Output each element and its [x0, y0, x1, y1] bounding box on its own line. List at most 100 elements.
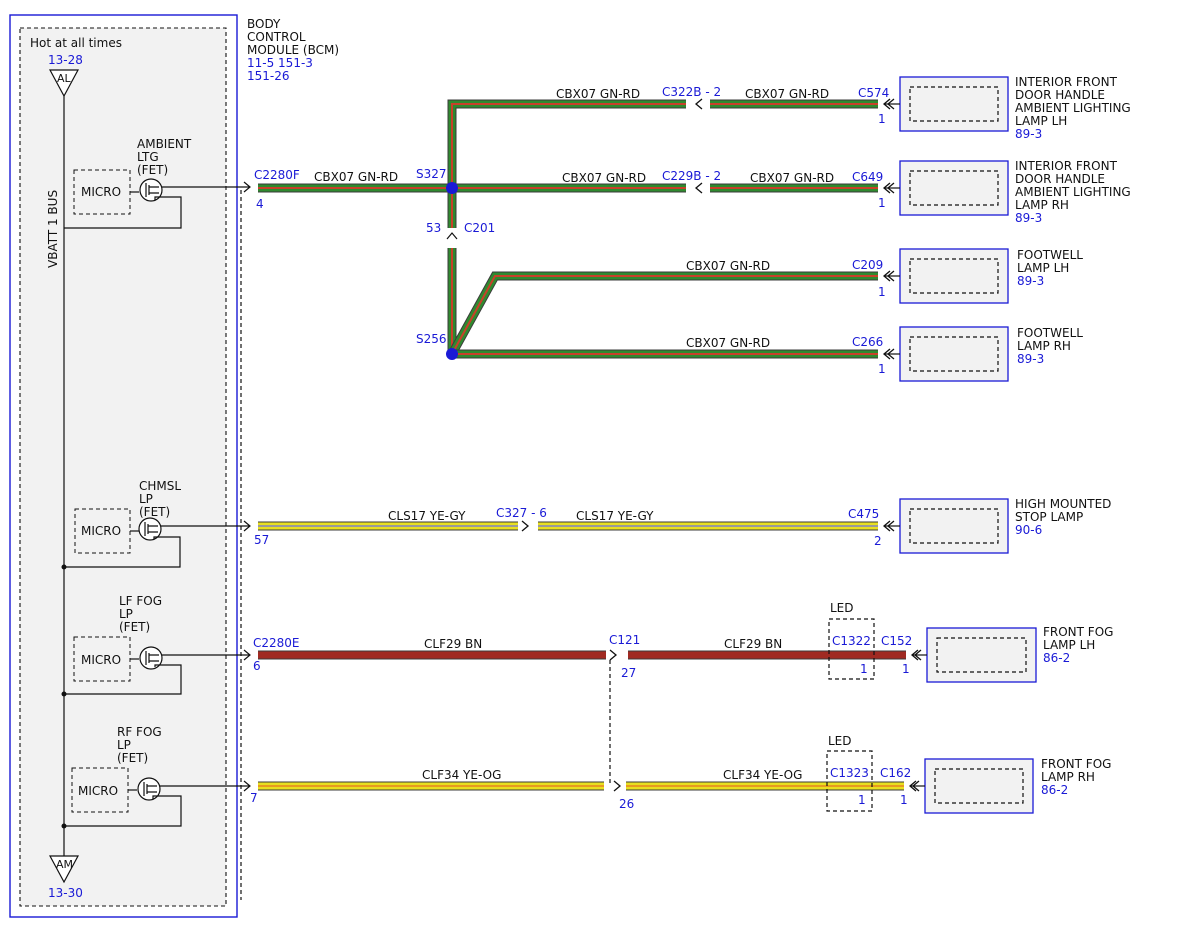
pin-label: 1: [878, 196, 886, 210]
circuit-label: CBX07 GN-RD: [314, 170, 398, 184]
splice-s256-dot: [446, 348, 458, 360]
component-name-line-1: HIGH MOUNTED: [1015, 497, 1111, 511]
bus-junction-dot: [61, 823, 67, 829]
inline-connector-label: C327 - 6: [496, 506, 547, 520]
component-footwell-lh: FOOTWELL LAMP LH 89-3: [899, 248, 1083, 304]
connector-chevron-icon: [882, 182, 891, 194]
circuit-label: CBX07 GN-RD: [686, 336, 770, 350]
circuit-label: CBX07 GN-RD: [750, 171, 834, 185]
bcm-pin-label: 7: [250, 791, 258, 805]
component-ref: 89-3: [1015, 211, 1042, 225]
component-name-line-3: AMBIENT LIGHTING: [1015, 101, 1131, 115]
component-inner: [909, 86, 999, 122]
component-front-fog-lh: FRONT FOG LAMP LH 86-2: [926, 625, 1113, 683]
driver-lf-fog: LF FOG LP (FET) MICRO: [64, 594, 250, 695]
component-ambient-lh: INTERIOR FRONT DOOR HANDLE AMBIENT LIGHT…: [899, 75, 1131, 141]
micro-label: MICRO: [81, 653, 121, 667]
rf-fog-circuit-labels: 7 CLF34 YE-OG 26 CLF34 YE-OG LED C1323 1…: [250, 660, 911, 812]
bus-junction-dot: [61, 691, 67, 697]
component-inner: [934, 768, 1024, 804]
component-front-fog-rh: FRONT FOG LAMP RH 86-2: [924, 757, 1111, 814]
component-name-line-2: LAMP LH: [1043, 638, 1095, 652]
connector-label: C152: [881, 634, 912, 648]
wires-layer: [258, 99, 906, 791]
connector-chevron-icon: [910, 649, 919, 661]
bottom-tag: AM: [56, 858, 73, 871]
module-name-line-2: CONTROL: [247, 30, 306, 44]
component-pin-chevron-icon: [886, 270, 895, 282]
circuit-label: CLF29 BN: [724, 637, 782, 651]
connector-chevron-icon: [882, 98, 891, 110]
circuit-label: CLS17 YE-GY: [576, 509, 654, 523]
component-footwell-rh: FOOTWELL LAMP RH 89-3: [899, 326, 1083, 382]
component-inner: [909, 258, 999, 294]
pin-label: 1: [878, 112, 886, 126]
pin-label: 1: [902, 662, 910, 676]
inline-connector-label: C229B - 2: [662, 169, 721, 183]
component-name-line-2: STOP LAMP: [1015, 510, 1083, 524]
driver-name-line-3: (FET): [137, 163, 168, 177]
chmsl-circuit-labels: 57 CLS17 YE-GY C327 - 6 CLS17 YE-GY C475…: [254, 506, 882, 548]
fet-icon: [137, 777, 161, 801]
component-ref: 86-2: [1043, 651, 1070, 665]
pin-label: 2: [874, 534, 882, 548]
driver-name-line-1: LF FOG: [119, 594, 162, 608]
connector-chevron-icon: [882, 348, 891, 360]
led-connector-label: C1323: [830, 766, 869, 780]
component-box: [899, 498, 1009, 554]
circuit-label: CBX07 GN-RD: [745, 87, 829, 101]
bcm-connector-label: C2280E: [253, 636, 300, 650]
component-name-line-2: DOOR HANDLE: [1015, 172, 1105, 186]
component-ambient-rh: INTERIOR FRONT DOOR HANDLE AMBIENT LIGHT…: [899, 159, 1131, 225]
component-name-line-3: AMBIENT LIGHTING: [1015, 185, 1131, 199]
component-ref: 89-3: [1017, 352, 1044, 366]
module-ref-2: 151-26: [247, 69, 290, 83]
chevron-right-icon: [243, 181, 251, 193]
connector-chevron-icon: [882, 520, 891, 532]
driver-name-line-1: RF FOG: [117, 725, 162, 739]
power-in-triangle-icon: [48, 69, 80, 98]
module-name-line-1: BODY: [247, 17, 281, 31]
fet-icon: [139, 646, 163, 670]
micro-box: [73, 636, 131, 682]
led-box: [828, 618, 875, 680]
bottom-ref: 13-30: [48, 886, 83, 900]
driver-name-line-3: (FET): [139, 505, 170, 519]
component-name-line-4: LAMP RH: [1015, 198, 1069, 212]
inline-connector-chevron-icon: [694, 98, 703, 110]
component-name-line-1: INTERIOR FRONT: [1015, 159, 1118, 173]
micro-label: MICRO: [81, 524, 121, 538]
bcm-connector-chevrons: [243, 181, 251, 792]
bcm-outline: [9, 14, 238, 918]
circuit-label: CLF29 BN: [424, 637, 482, 651]
micro-label: MICRO: [81, 185, 121, 199]
component-pin-chevron-icon: [911, 780, 920, 792]
inline-connector-chevron-icon: [694, 182, 703, 194]
module-name-line-3: MODULE (BCM): [247, 43, 339, 57]
connector-label: C574: [858, 86, 889, 100]
circuit-label: CBX07 GN-RD: [686, 259, 770, 273]
inline-connector-label: C322B - 2: [662, 85, 721, 99]
led-connector-label: C1322: [832, 634, 871, 648]
component-box: [899, 160, 1009, 216]
chevron-right-icon: [243, 520, 251, 532]
circuit-label: CBX07 GN-RD: [556, 87, 640, 101]
power-out-triangle-icon: [48, 855, 80, 884]
bcm-pin-label: 57: [254, 533, 269, 547]
splice-s256-label: S256: [416, 332, 447, 346]
driver-name-line-2: LP: [117, 738, 131, 752]
driver-name-line-2: LTG: [137, 150, 159, 164]
component-box: [924, 758, 1034, 814]
micro-box: [74, 508, 131, 554]
component-name-line-1: INTERIOR FRONT: [1015, 75, 1118, 89]
inline-pin-label: 27: [621, 666, 636, 680]
component-ref: 90-6: [1015, 523, 1042, 537]
component-pin-chevron-icon: [886, 348, 895, 360]
bus-junction-dot: [61, 564, 67, 570]
top-tag: AL: [57, 72, 72, 85]
micro-label: MICRO: [78, 784, 118, 798]
component-ref: 89-3: [1017, 274, 1044, 288]
c201-pin-label: 53: [426, 221, 441, 235]
driver-name-line-1: CHMSL: [139, 479, 181, 493]
